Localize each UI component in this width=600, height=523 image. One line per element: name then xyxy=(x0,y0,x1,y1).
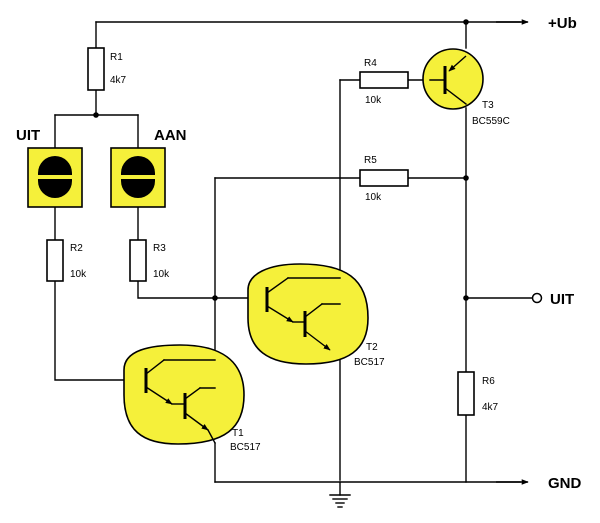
output-label: UIT xyxy=(550,291,574,308)
resistor-r2: R2 10k xyxy=(46,239,87,282)
t3-type: BC559C xyxy=(472,116,510,127)
t2-name: T2 xyxy=(366,342,378,353)
t2-type: BC517 xyxy=(354,357,385,368)
r6-value: 4k7 xyxy=(482,402,499,413)
junction-dots xyxy=(93,19,469,301)
r2-name: R2 xyxy=(70,243,83,254)
output-terminal xyxy=(531,292,543,304)
resistor-r5: R5 10k xyxy=(359,155,409,203)
t1-type: BC517 xyxy=(230,442,261,453)
switch-aan-label: AAN xyxy=(154,127,187,144)
resistor-r6: R6 4k7 xyxy=(457,371,499,416)
ground-label: GND xyxy=(548,475,582,492)
resistor-r3: R3 10k xyxy=(129,239,170,282)
r5-value: 10k xyxy=(365,192,382,203)
transistor-t1: T1 BC517 xyxy=(123,344,261,453)
supply-label: +Ub xyxy=(548,15,577,32)
r4-value: 10k xyxy=(365,95,382,106)
resistor-r4: R4 10k xyxy=(359,58,409,106)
r6-name: R6 xyxy=(482,376,495,387)
resistor-r1: R1 4k7 xyxy=(87,47,127,91)
r3-value: 10k xyxy=(153,269,170,280)
transistor-t2: T2 BC517 xyxy=(247,263,385,368)
t1-name: T1 xyxy=(232,428,244,439)
switch-uit-label: UIT xyxy=(16,127,40,144)
switch-uit: UIT xyxy=(16,127,83,208)
transistor-t3: T3 BC559C xyxy=(422,48,510,127)
r2-value: 10k xyxy=(70,269,87,280)
r1-value: 4k7 xyxy=(110,75,127,86)
r4-name: R4 xyxy=(364,58,377,69)
switch-aan: AAN xyxy=(110,127,187,208)
t3-name: T3 xyxy=(482,100,494,111)
r3-name: R3 xyxy=(153,243,166,254)
ground-symbol-icon xyxy=(329,494,351,508)
r5-name: R5 xyxy=(364,155,377,166)
r1-name: R1 xyxy=(110,52,123,63)
